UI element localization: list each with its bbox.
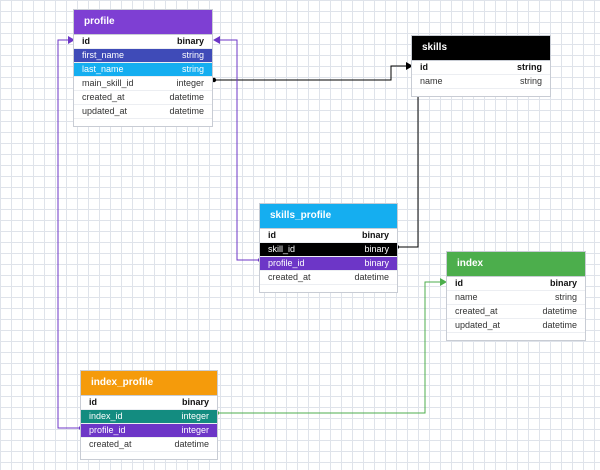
table-footer <box>74 119 212 126</box>
skills-profile-table-header[interactable]: skills_profile <box>260 204 397 228</box>
profile-row-last-name[interactable]: last_name string <box>74 63 212 77</box>
column-name: id <box>455 278 463 288</box>
column-name: id <box>89 397 97 407</box>
skills-profile-table[interactable]: skills_profile id binary skill_id binary… <box>260 204 397 292</box>
index-row-created-at[interactable]: created_at datetime <box>447 305 585 319</box>
profile-table-header[interactable]: profile <box>74 10 212 34</box>
table-footer <box>412 89 550 96</box>
column-name: updated_at <box>455 320 501 330</box>
column-name: name <box>420 76 443 86</box>
profile-row-main-skill-id[interactable]: main_skill_id integer <box>74 77 212 91</box>
index-profile-row-id[interactable]: id binary <box>81 395 217 410</box>
profile-row-created-at[interactable]: created_at datetime <box>74 91 212 105</box>
table-footer <box>260 285 397 292</box>
index-row-updated-at[interactable]: updated_at datetime <box>447 319 585 333</box>
column-type: string <box>554 292 577 302</box>
column-type: binary <box>181 397 209 407</box>
index-profile-row-index-id[interactable]: index_id integer <box>81 410 217 424</box>
column-name: skill_id <box>268 244 296 254</box>
column-type: datetime <box>542 320 577 330</box>
skills-table[interactable]: skills id string name string <box>412 36 550 96</box>
column-type: datetime <box>354 272 389 282</box>
column-type: datetime <box>169 92 204 102</box>
column-type: string <box>181 50 204 60</box>
column-type: integer <box>181 411 209 421</box>
connector-skills-profile-to-profile <box>213 36 263 263</box>
skills-table-header[interactable]: skills <box>412 36 550 60</box>
column-name: id <box>420 62 428 72</box>
index-row-id[interactable]: id binary <box>447 276 585 291</box>
connector-skill-id-to-skills <box>394 95 419 250</box>
skills-profile-row-profile-id[interactable]: profile_id binary <box>260 257 397 271</box>
column-name: id <box>268 230 276 240</box>
column-name: last_name <box>82 64 124 74</box>
column-type: binary <box>361 230 389 240</box>
table-footer <box>81 452 217 459</box>
index-profile-row-profile-id[interactable]: profile_id integer <box>81 424 217 438</box>
column-name: created_at <box>455 306 498 316</box>
column-type: integer <box>181 425 209 435</box>
column-name: created_at <box>89 439 132 449</box>
column-name: id <box>82 36 90 46</box>
connector-index-id-to-index <box>214 278 447 416</box>
column-name: profile_id <box>268 258 305 268</box>
index-profile-row-created-at[interactable]: created_at datetime <box>81 438 217 452</box>
index-profile-table-header[interactable]: index_profile <box>81 371 217 395</box>
connector-main-skill-to-skills <box>211 62 413 83</box>
profile-row-id[interactable]: id binary <box>74 34 212 49</box>
profile-row-updated-at[interactable]: updated_at datetime <box>74 105 212 119</box>
column-type: binary <box>364 244 389 254</box>
profile-table[interactable]: profile id binary first_name string last… <box>74 10 212 126</box>
skills-profile-row-skill-id[interactable]: skill_id binary <box>260 243 397 257</box>
column-name: created_at <box>268 272 311 282</box>
skills-profile-row-created-at[interactable]: created_at datetime <box>260 271 397 285</box>
column-name: main_skill_id <box>82 78 134 88</box>
column-type: datetime <box>542 306 577 316</box>
profile-row-first-name[interactable]: first_name string <box>74 49 212 63</box>
column-name: name <box>455 292 478 302</box>
index-table[interactable]: index id binary name string created_at d… <box>447 252 585 340</box>
skills-profile-row-id[interactable]: id binary <box>260 228 397 243</box>
index-table-header[interactable]: index <box>447 252 585 276</box>
column-type: binary <box>364 258 389 268</box>
skills-row-name[interactable]: name string <box>412 75 550 89</box>
index-row-name[interactable]: name string <box>447 291 585 305</box>
column-name: index_id <box>89 411 123 421</box>
column-type: binary <box>176 36 204 46</box>
column-type: datetime <box>174 439 209 449</box>
column-type: string <box>181 64 204 74</box>
column-type: string <box>519 76 542 86</box>
column-type: binary <box>549 278 577 288</box>
column-name: created_at <box>82 92 125 102</box>
index-profile-table[interactable]: index_profile id binary index_id integer… <box>81 371 217 459</box>
skills-row-id[interactable]: id string <box>412 60 550 75</box>
column-name: profile_id <box>89 425 126 435</box>
table-footer <box>447 333 585 340</box>
column-name: first_name <box>82 50 125 60</box>
column-type: integer <box>176 78 204 88</box>
column-type: string <box>516 62 542 72</box>
column-type: datetime <box>169 106 204 116</box>
column-name: updated_at <box>82 106 128 116</box>
